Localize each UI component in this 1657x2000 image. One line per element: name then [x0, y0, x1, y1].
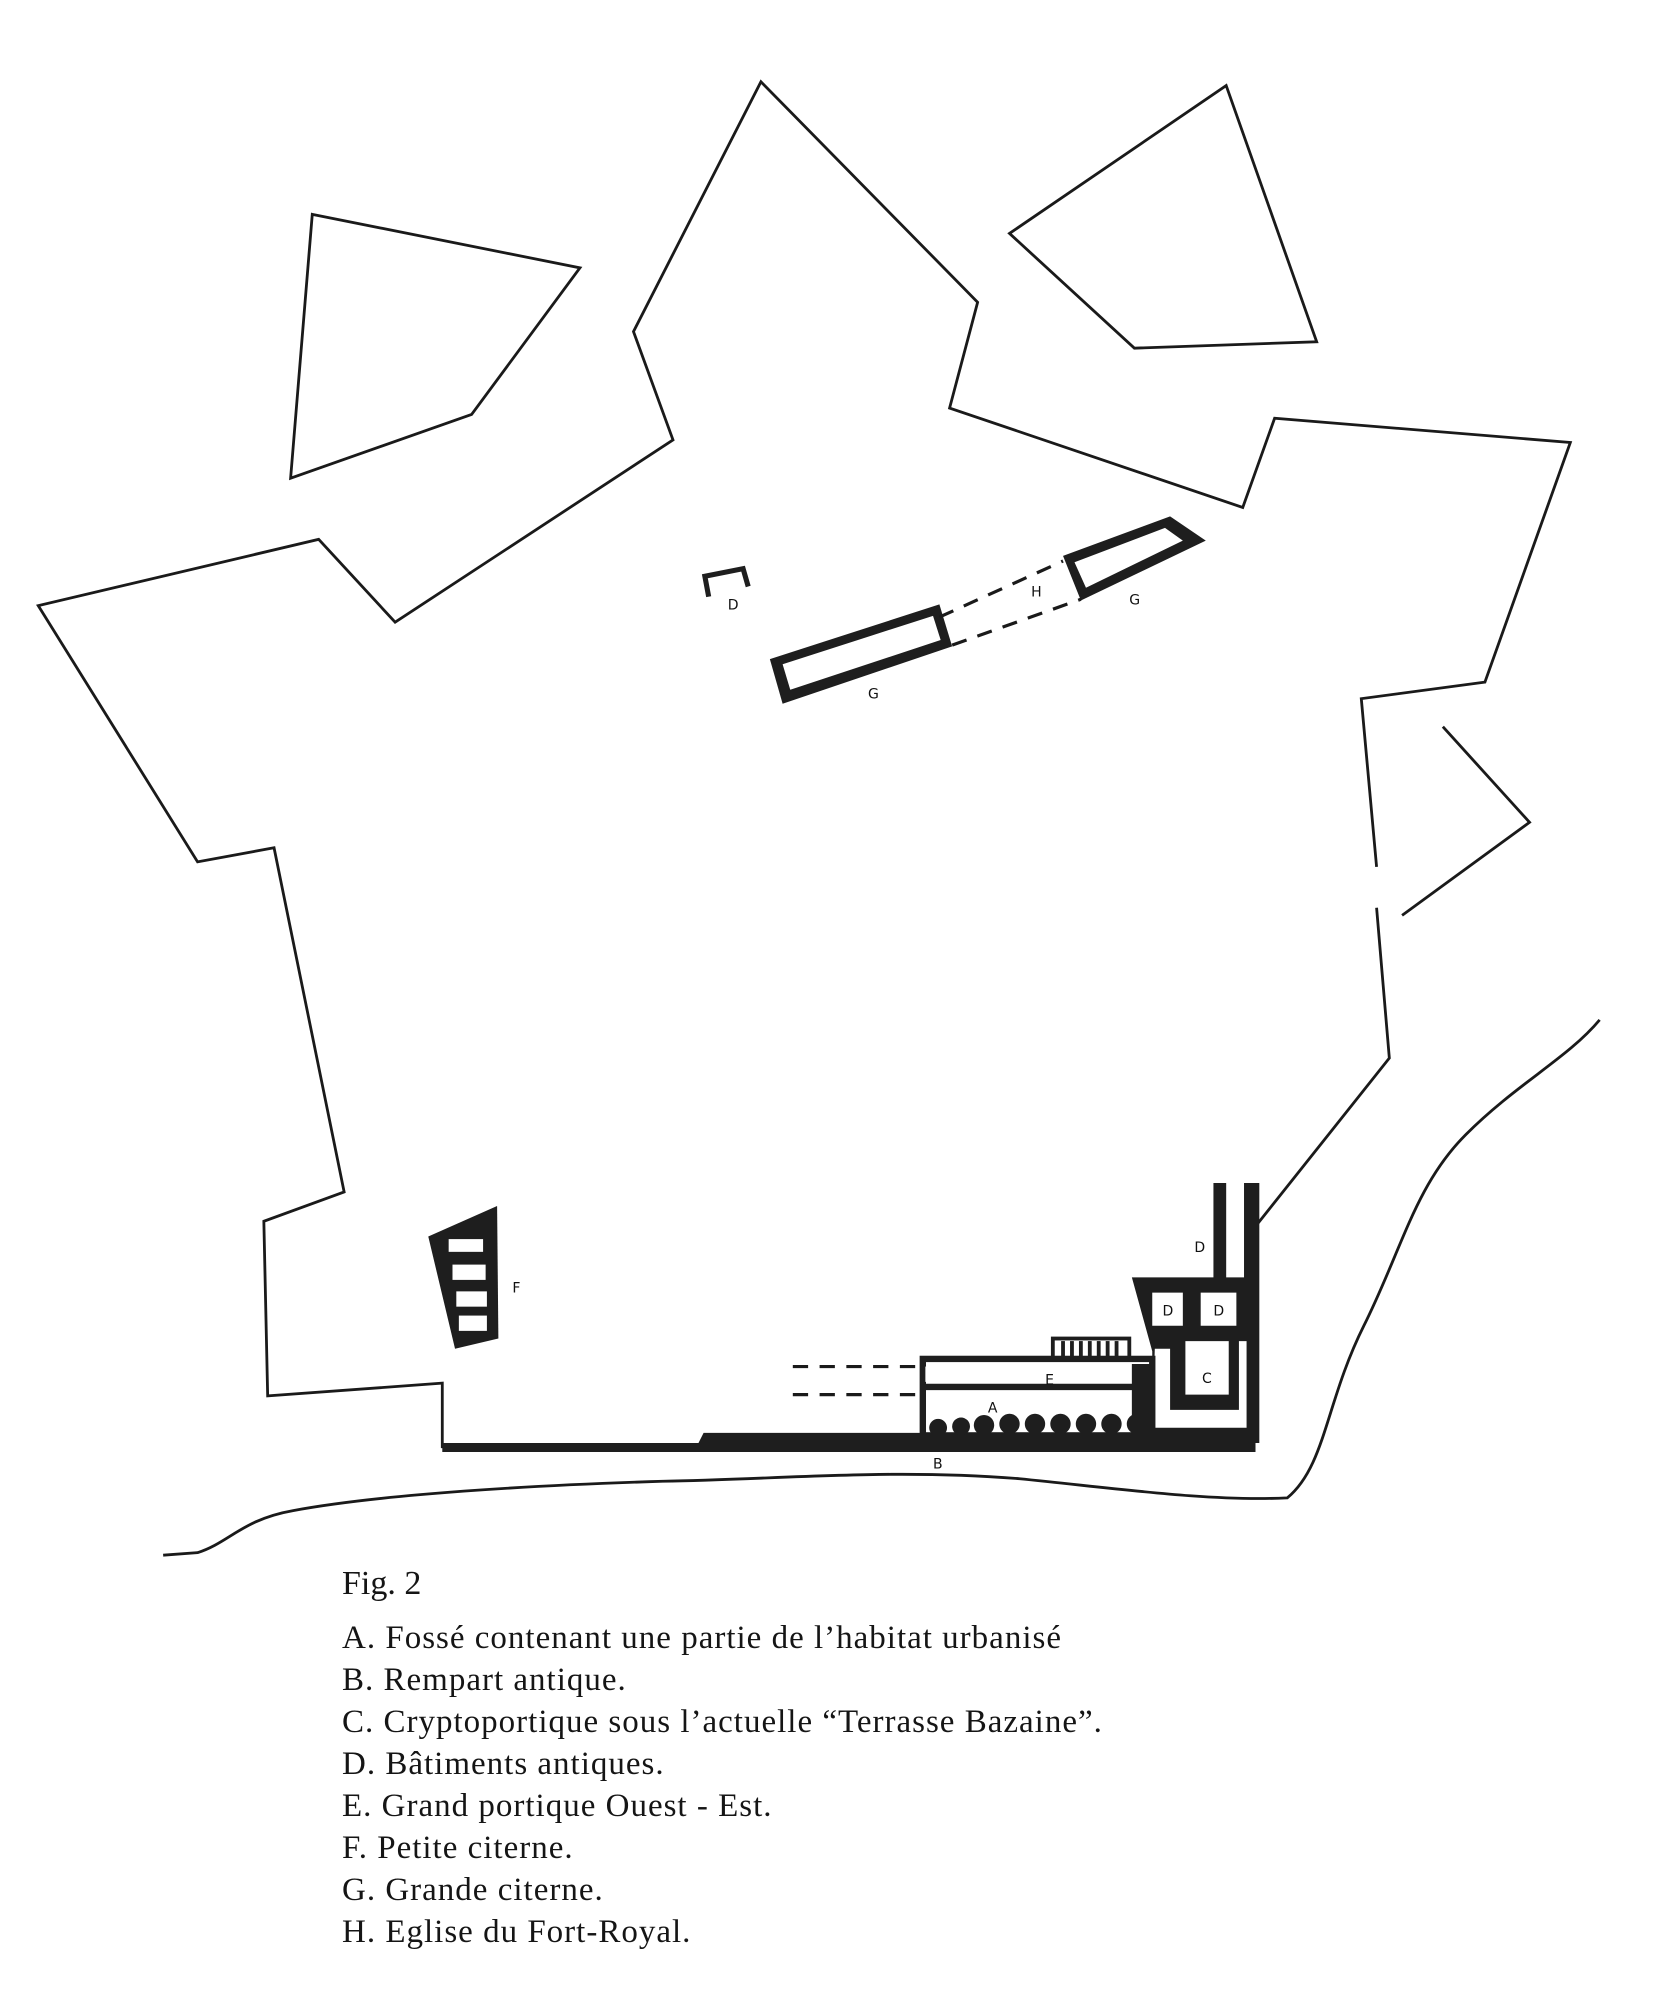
petite-citerne	[428, 1205, 499, 1349]
legend-item: C. Cryptoportique sous l’actuelle “Terra…	[342, 1704, 1103, 1740]
ravelin-east	[1007, 83, 1319, 350]
label-d-room1: D	[1162, 1304, 1173, 1320]
outwork-east	[1401, 725, 1532, 917]
legend-item: F. Petite citerne.	[342, 1830, 574, 1866]
legend-item: B. Rempart antique.	[342, 1662, 627, 1698]
batiment-bracket	[701, 565, 751, 598]
fort-plan: D H G G F D D D C E A B	[36, 79, 1601, 1557]
grande-citerne-east	[1063, 516, 1206, 601]
legend-item: G. Grande citerne.	[342, 1872, 604, 1908]
label-g-west: G	[868, 687, 879, 703]
legend-item: H. Eglise du Fort-Royal.	[342, 1914, 692, 1950]
cryptoportique-buildings	[1131, 1183, 1260, 1444]
label-d-north: D	[728, 597, 739, 613]
legend-item: D. Bâtiments antiques.	[342, 1746, 665, 1782]
label-d-east: D	[1194, 1240, 1205, 1256]
label-c: C	[1202, 1371, 1212, 1387]
ravelin-west	[289, 212, 583, 481]
label-f: F	[512, 1281, 520, 1297]
label-h: H	[1031, 585, 1042, 601]
fosse-arches	[929, 1413, 1148, 1437]
legend: Fig. 2 A. Fossé contenant une partie de …	[342, 1565, 1103, 1953]
coastline	[163, 1018, 1601, 1557]
fortification-outline	[36, 79, 1573, 1449]
legend-item: A. Fossé contenant une partie de l’habit…	[342, 1620, 1062, 1656]
label-d-room2: D	[1213, 1304, 1224, 1320]
label-a: A	[988, 1400, 998, 1416]
figure-title: Fig. 2	[342, 1565, 422, 1602]
label-b: B	[933, 1457, 943, 1473]
label-g-east: G	[1129, 592, 1140, 608]
eglise-outline	[938, 559, 1064, 619]
label-e: E	[1045, 1372, 1054, 1388]
legend-item: E. Grand portique Ouest - Est.	[342, 1788, 773, 1824]
grande-citerne-west	[769, 604, 953, 704]
fortification-outline-east	[1254, 907, 1391, 1228]
